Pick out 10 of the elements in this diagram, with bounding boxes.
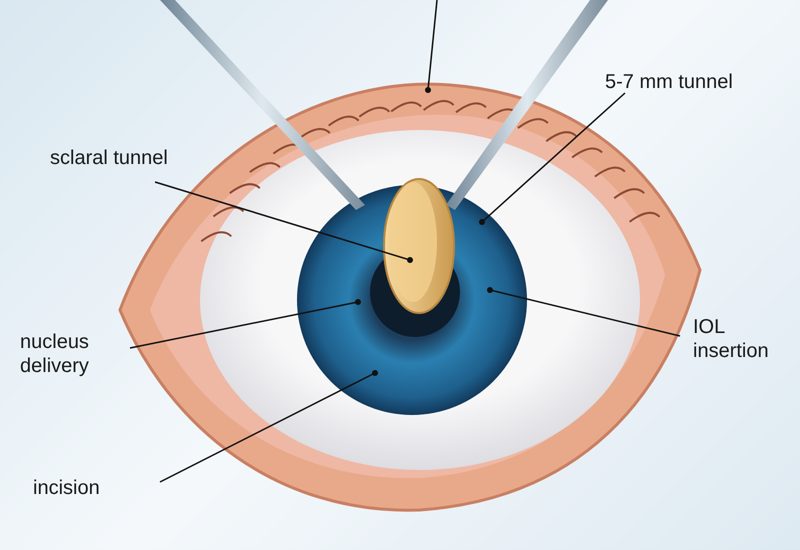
intraocular-lens	[383, 178, 455, 314]
callout-label: incision	[33, 476, 100, 500]
callout-label: sclaral tunnel	[50, 146, 168, 170]
leader-line	[487, 287, 680, 337]
leader-line	[479, 92, 626, 225]
callout-label: nucleus delivery	[20, 330, 120, 378]
leader-line	[160, 370, 378, 483]
leader-line	[154, 181, 413, 263]
callout-label: IOL insertion	[693, 315, 783, 363]
callout-label: 5-7 mm tunnel	[605, 70, 733, 94]
